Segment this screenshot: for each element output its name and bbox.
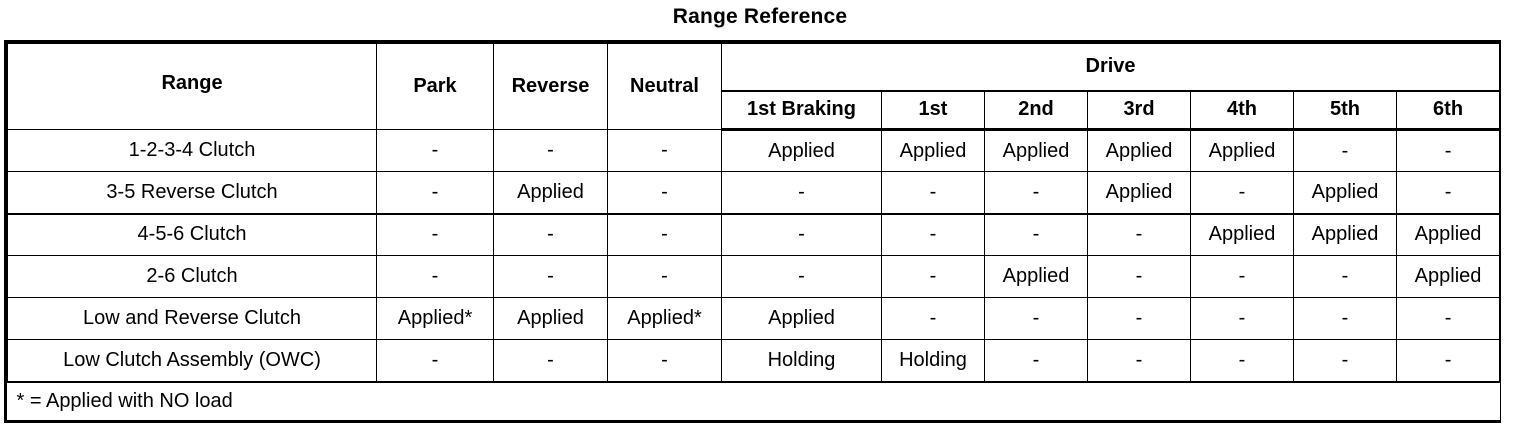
cell-6th: Applied [1395, 213, 1501, 256]
cell-1st-braking: Holding [721, 339, 882, 383]
table-body: 1-2-3-4 Clutch - - - Applied Applied App… [7, 129, 1501, 420]
table-row: 1-2-3-4 Clutch - - - Applied Applied App… [7, 129, 1501, 172]
cell-2nd: - [984, 339, 1088, 383]
cell-5th: - [1293, 339, 1397, 383]
cell-6th: - [1395, 129, 1501, 172]
table-row: Low and Reverse Clutch Applied* Applied … [7, 297, 1501, 340]
cell-5th: Applied [1293, 213, 1397, 256]
header-group-row: Range Park Reverse Neutral Drive [7, 43, 1501, 130]
column-header-1st: 1st [881, 90, 985, 131]
cell-1st: - [881, 213, 985, 256]
column-header-3rd: 3rd [1087, 90, 1191, 131]
header-sub-row: 1st Braking 1st 2nd 3rd 4th 5th 6th [8, 90, 1501, 131]
cell-2nd: - [984, 213, 1088, 256]
cell-3rd: Applied [1087, 171, 1191, 215]
cell-park: - [376, 339, 494, 383]
cell-2nd: Applied [984, 255, 1088, 298]
cell-reverse: - [493, 339, 608, 383]
cell-1st: - [881, 171, 985, 215]
cell-5th: - [1293, 129, 1397, 172]
cell-4th: - [1190, 297, 1294, 340]
cell-6th: - [1395, 339, 1501, 383]
cell-neutral: Applied* [607, 297, 722, 340]
table-row: 2-6 Clutch - - - - - Applied - - - Appli… [7, 255, 1501, 298]
cell-reverse: Applied [493, 297, 608, 340]
cell-1st-braking: - [721, 171, 882, 215]
column-header-2nd: 2nd [984, 90, 1088, 131]
cell-6th: - [1395, 171, 1501, 215]
cell-reverse: - [493, 129, 608, 172]
cell-5th: - [1293, 255, 1397, 298]
cell-park: - [376, 171, 494, 215]
cell-4th: - [1190, 171, 1294, 215]
cell-1st-braking: - [721, 255, 882, 298]
cell-neutral: - [607, 255, 722, 298]
row-label: Low and Reverse Clutch [7, 297, 377, 340]
cell-neutral: - [607, 171, 722, 215]
cell-3rd: Applied [1087, 129, 1191, 172]
cell-2nd: - [984, 171, 1088, 215]
cell-reverse: - [493, 213, 608, 256]
cell-1st-braking: Applied [721, 129, 882, 172]
range-reference-table-container: Range Park Reverse Neutral Drive 1st Bra… [4, 40, 1501, 423]
cell-park: - [376, 255, 494, 298]
cell-3rd: - [1087, 339, 1191, 383]
page-title: Range Reference [672, 5, 848, 28]
cell-6th: - [1395, 297, 1501, 340]
cell-reverse: Applied [493, 171, 608, 215]
column-header-6th: 6th [1395, 90, 1501, 131]
table-row: Low Clutch Assembly (OWC) - - - Holding … [7, 339, 1501, 383]
cell-2nd: - [984, 297, 1088, 340]
column-header-1st-braking: 1st Braking [721, 90, 882, 131]
cell-neutral: - [607, 213, 722, 256]
column-header-neutral: Neutral [607, 43, 722, 130]
cell-4th: - [1190, 339, 1294, 383]
cell-3rd: - [1087, 255, 1191, 298]
table-row: 4-5-6 Clutch - - - - - - - Applied Appli… [7, 213, 1501, 256]
cell-3rd: - [1087, 213, 1191, 256]
cell-4th: Applied [1190, 129, 1294, 172]
cell-reverse: - [493, 255, 608, 298]
cell-park: - [376, 129, 494, 172]
cell-1st: Applied [881, 129, 985, 172]
cell-1st: - [881, 255, 985, 298]
cell-2nd: Applied [984, 129, 1088, 172]
cell-neutral: - [607, 339, 722, 383]
table-header: Range Park Reverse Neutral Drive 1st Bra… [7, 43, 1501, 131]
footnote-row: * = Applied with NO load [7, 380, 1500, 420]
cell-1st: - [881, 297, 985, 340]
row-label: 2-6 Clutch [7, 255, 377, 298]
row-label: 1-2-3-4 Clutch [7, 129, 377, 172]
cell-4th: - [1190, 255, 1294, 298]
cell-1st-braking: Applied [721, 297, 882, 340]
cell-6th: Applied [1395, 255, 1501, 298]
cell-3rd: - [1087, 297, 1191, 340]
range-reference-table: Range Park Reverse Neutral Drive 1st Bra… [7, 43, 1501, 420]
cell-1st-braking: - [721, 213, 882, 256]
row-label: 3-5 Reverse Clutch [7, 171, 377, 215]
cell-park: Applied* [376, 297, 494, 340]
row-label: Low Clutch Assembly (OWC) [7, 339, 377, 383]
cell-neutral: - [607, 129, 722, 172]
column-header-4th: 4th [1190, 90, 1294, 131]
cell-5th: Applied [1293, 171, 1397, 215]
table-row: 3-5 Reverse Clutch - Applied - - - - App… [7, 171, 1501, 215]
cell-1st: Holding [881, 339, 985, 383]
cell-park: - [376, 213, 494, 256]
column-header-range: Range [7, 43, 377, 130]
cell-4th: Applied [1190, 213, 1294, 256]
footnote-text: * = Applied with NO load [7, 380, 1500, 420]
column-group-header-drive: Drive [720, 43, 1501, 92]
column-header-reverse: Reverse [493, 43, 608, 130]
row-label: 4-5-6 Clutch [7, 213, 377, 256]
column-header-park: Park [376, 43, 494, 130]
cell-5th: - [1293, 297, 1397, 340]
column-header-5th: 5th [1293, 90, 1397, 131]
